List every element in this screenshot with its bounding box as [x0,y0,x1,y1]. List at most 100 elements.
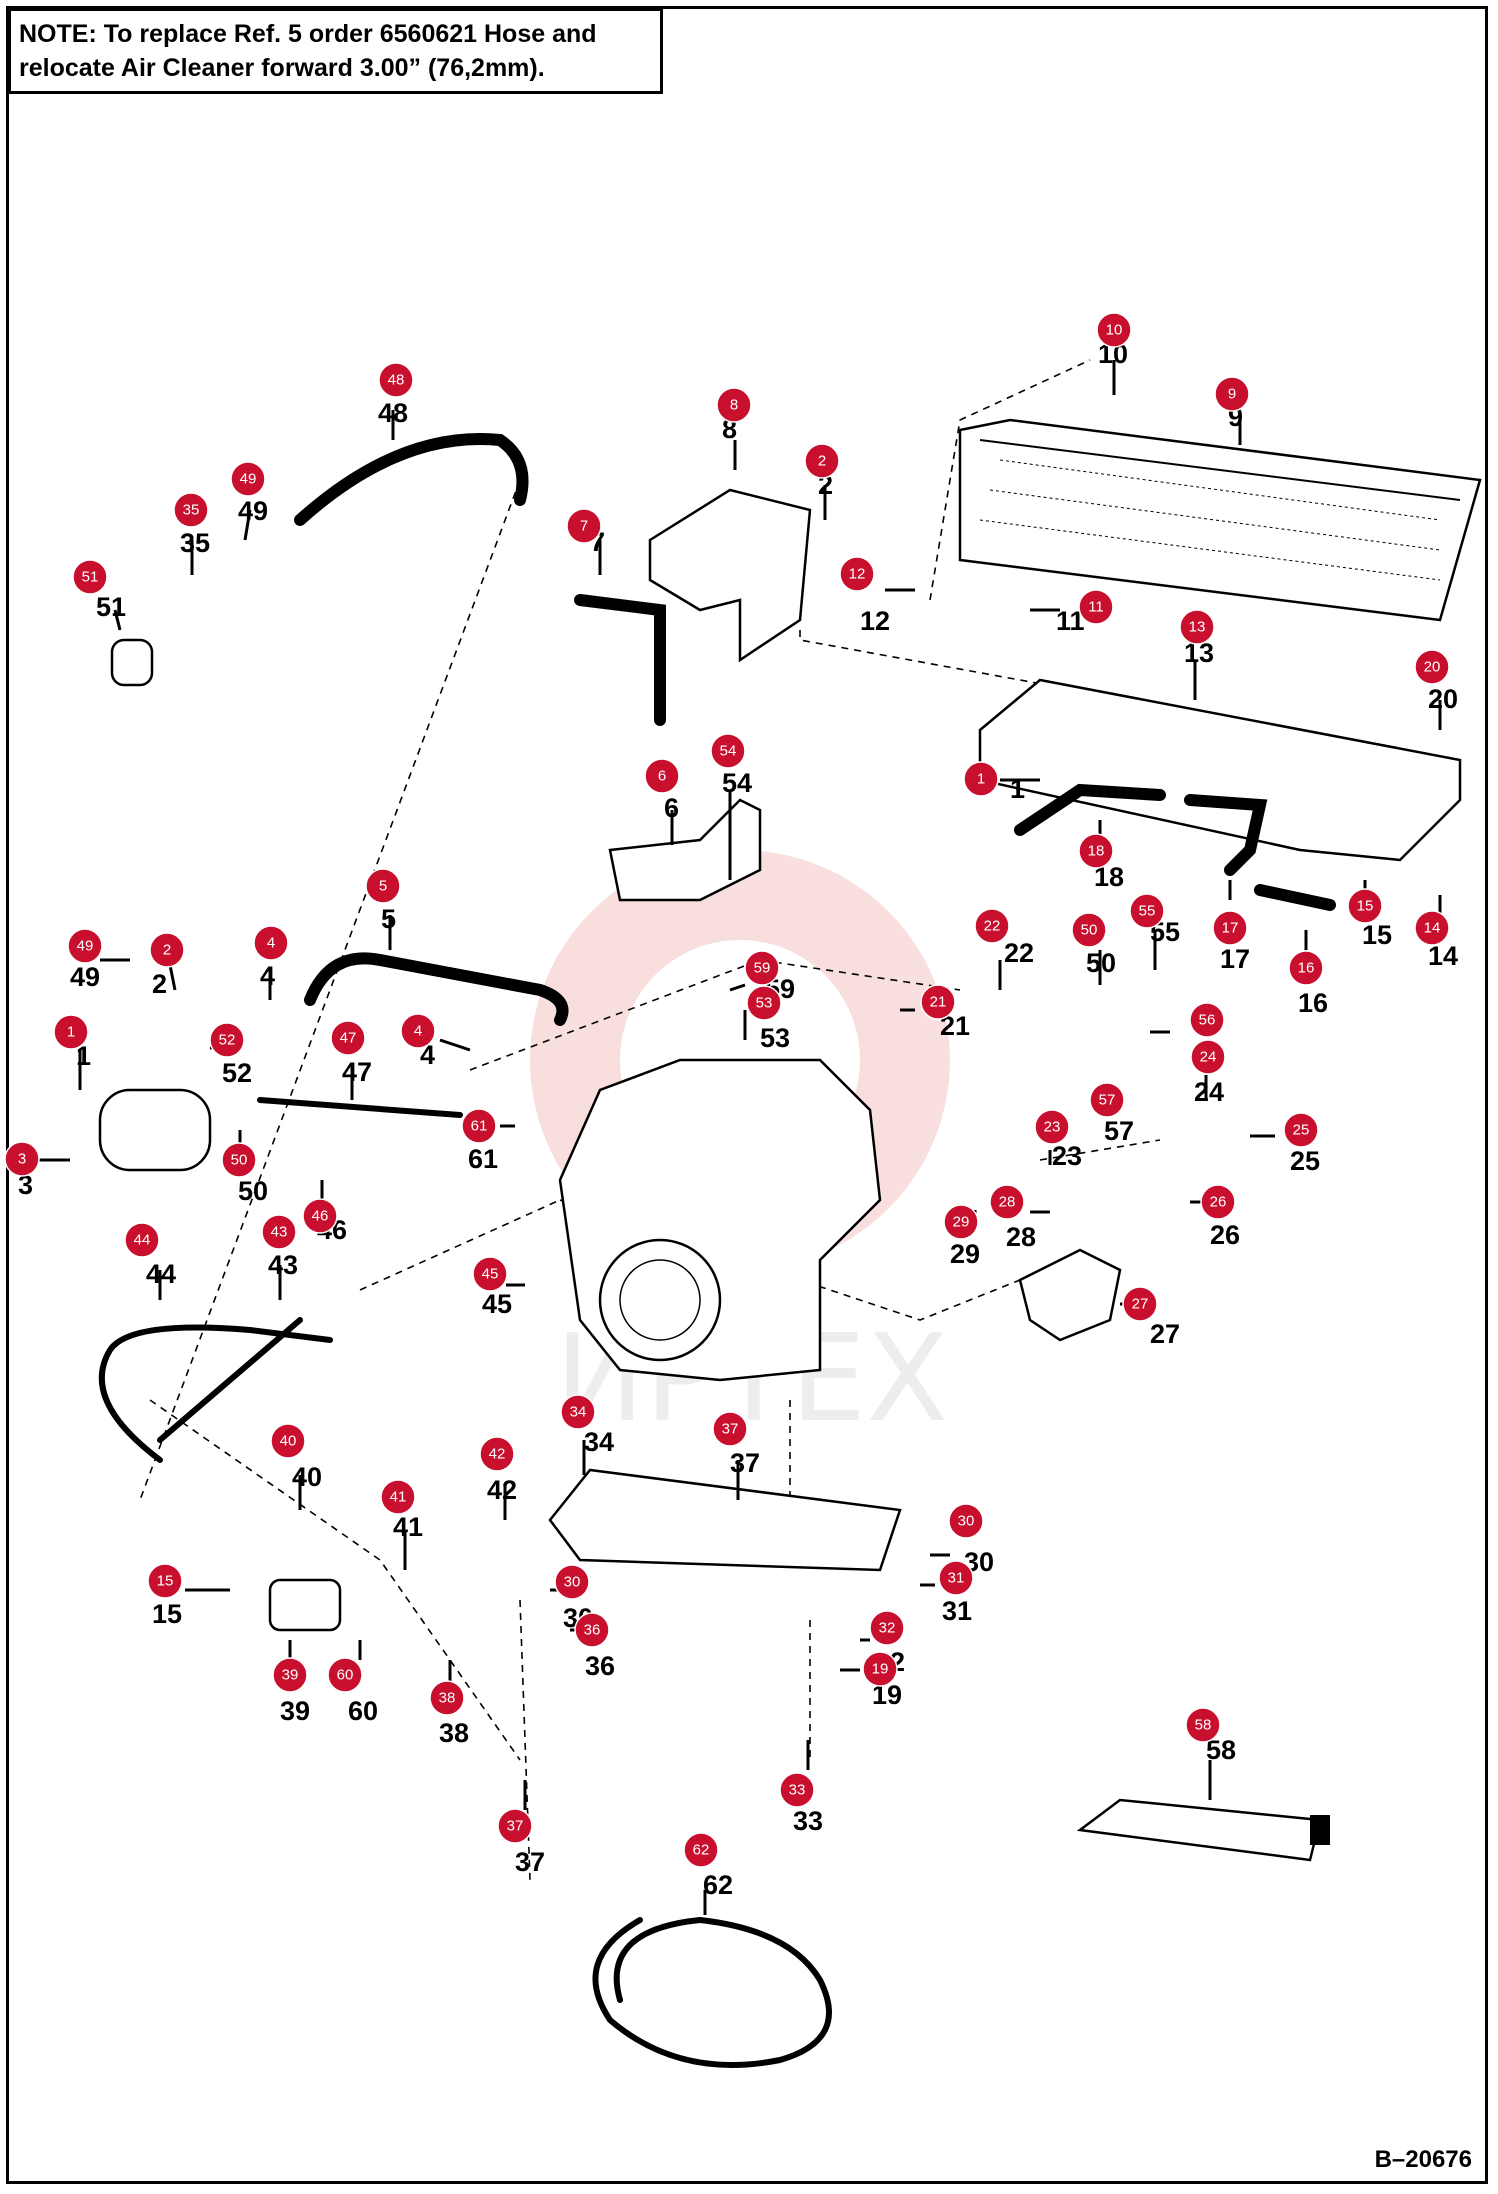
ref-bubble[interactable]: 4 [400,1013,436,1049]
starter-motor [1018,1248,1122,1342]
printed-ref-number: 40 [292,1462,322,1492]
bubble-number: 16 [1298,960,1315,977]
ref-bubble[interactable]: 26 [1200,1184,1236,1220]
ref-bubble[interactable]: 19 [862,1651,898,1687]
ref-bubble[interactable]: 14 [1414,910,1450,946]
ref-bubble[interactable]: 1 [963,761,999,797]
ref-bubble[interactable]: 46 [302,1198,338,1234]
ref-bubble[interactable]: 29 [943,1204,979,1240]
ref-bubble[interactable]: 59 [744,950,780,986]
ref-bubble[interactable]: 30 [948,1503,984,1539]
ref-bubble[interactable]: 27 [1122,1286,1158,1322]
ref-bubble[interactable]: 32 [869,1610,905,1646]
ref-bubble[interactable]: 20 [1414,649,1450,685]
ref-bubble[interactable]: 23 [1034,1109,1070,1145]
ref-bubble[interactable]: 12 [839,556,875,592]
bubble-number: 6 [658,768,666,785]
ref-bubble[interactable]: 50 [1071,912,1107,948]
ref-bubble[interactable]: 18 [1078,833,1114,869]
bubble-circle [943,1204,979,1240]
printed-ref-number: 47 [342,1057,372,1087]
ref-bubble[interactable]: 3 [4,1141,40,1177]
ref-bubble[interactable]: 52 [209,1022,245,1058]
ref-bubble[interactable]: 53 [746,985,782,1021]
bubble-number: 45 [482,1266,499,1283]
ref-bubble[interactable]: 58 [1185,1707,1221,1743]
ref-bubble[interactable]: 56 [1189,1002,1225,1038]
bubble-circle [710,733,746,769]
ref-bubble[interactable]: 15 [1347,888,1383,924]
ref-bubble[interactable]: 33 [779,1772,815,1808]
ref-bubble[interactable]: 48 [378,362,414,398]
ref-bubble[interactable]: 37 [712,1411,748,1447]
ref-bubble[interactable]: 1 [53,1014,89,1050]
ref-bubble[interactable]: 41 [380,1479,416,1515]
printed-ref-number: 50 [1086,948,1116,978]
ref-bubble[interactable]: 57 [1089,1082,1125,1118]
bubble-circle [365,868,401,904]
bubble-circle [963,761,999,797]
ref-bubble[interactable]: 2 [149,932,185,968]
bubble-number: 51 [82,569,99,586]
ref-bubble[interactable]: 17 [1212,910,1248,946]
ref-bubble[interactable]: 49 [230,461,266,497]
ref-bubble[interactable]: 21 [920,984,956,1020]
ref-bubble[interactable]: 47 [330,1020,366,1056]
printed-ref-number: 24 [1194,1077,1224,1107]
ref-bubble[interactable]: 5 [365,868,401,904]
bubble-number: 8 [730,397,738,414]
ref-bubble[interactable]: 61 [461,1108,497,1144]
ref-bubble[interactable]: 2 [804,443,840,479]
bubble-number: 43 [271,1224,288,1241]
ref-bubble[interactable]: 11 [1078,589,1114,625]
ref-bubble[interactable]: 39 [272,1657,308,1693]
ref-bubble[interactable]: 51 [72,559,108,595]
bubble-number: 30 [958,1513,975,1530]
ref-bubble[interactable]: 4 [253,925,289,961]
ref-bubble[interactable]: 13 [1179,609,1215,645]
bubble-circle [683,1832,719,1868]
ref-bubble[interactable]: 9 [1214,376,1250,412]
ref-bubble[interactable]: 15 [147,1563,183,1599]
ref-bubble[interactable]: 45 [472,1256,508,1292]
ref-bubble[interactable]: 30 [554,1564,590,1600]
ref-bubble[interactable]: 7 [566,508,602,544]
ref-bubble[interactable]: 40 [270,1423,306,1459]
ref-bubble[interactable]: 42 [479,1436,515,1472]
ref-bubble[interactable]: 8 [716,387,752,423]
ref-bubble[interactable]: 35 [173,492,209,528]
ref-bubble[interactable]: 22 [974,908,1010,944]
ref-bubble[interactable]: 38 [429,1680,465,1716]
ref-bubble[interactable]: 25 [1283,1112,1319,1148]
ref-bubble[interactable]: 37 [497,1808,533,1844]
printed-ref-number: 17 [1220,944,1250,974]
printed-ref-number: 26 [1210,1220,1240,1250]
ref-bubble[interactable]: 43 [261,1214,297,1250]
ref-bubble[interactable]: 28 [989,1184,1025,1220]
ref-bubble[interactable]: 24 [1190,1039,1226,1075]
ref-bubble[interactable]: 34 [560,1394,596,1430]
bubble-circle [272,1657,308,1693]
ref-bubble[interactable]: 55 [1129,893,1165,929]
bubble-number: 33 [789,1782,806,1799]
ref-bubble[interactable]: 50 [221,1142,257,1178]
ref-bubble[interactable]: 54 [710,733,746,769]
callout-8: 88 [716,387,752,470]
ref-bubble[interactable]: 62 [683,1832,719,1868]
bubble-number: 37 [507,1818,524,1835]
ref-bubble[interactable]: 36 [574,1612,610,1648]
bubble-circle [746,985,782,1021]
bubble-number: 36 [584,1622,601,1639]
bubble-circle [869,1610,905,1646]
ref-bubble[interactable]: 6 [644,758,680,794]
ref-bubble[interactable]: 31 [938,1560,974,1596]
ref-bubble[interactable]: 10 [1096,312,1132,348]
ref-bubble[interactable]: 16 [1288,950,1324,986]
bubble-circle [566,508,602,544]
ref-bubble[interactable]: 49 [67,928,103,964]
ref-bubble[interactable]: 44 [124,1222,160,1258]
ref-bubble[interactable]: 60 [327,1657,363,1693]
